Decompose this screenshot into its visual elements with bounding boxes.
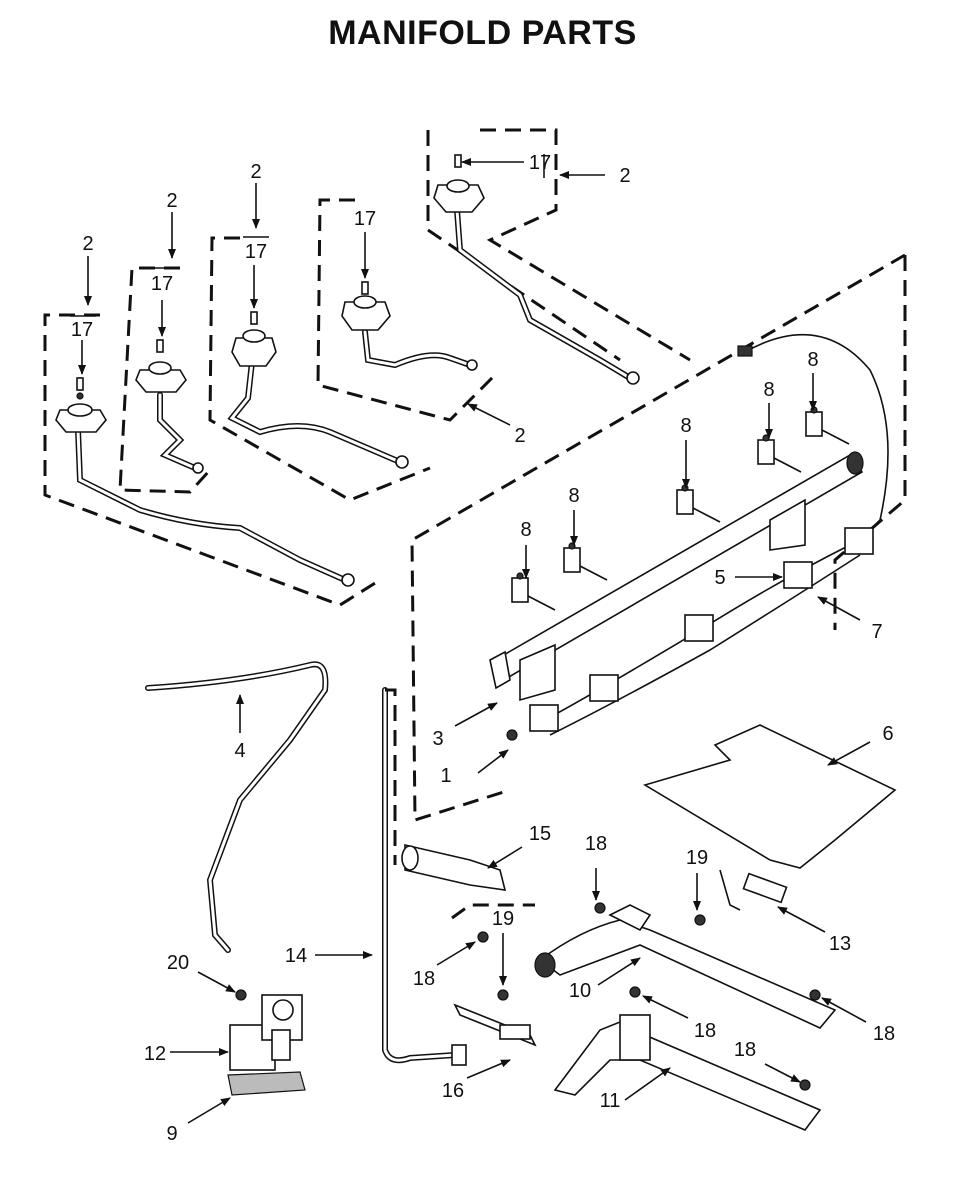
burner-10 xyxy=(534,904,837,1029)
supply-tube-14 xyxy=(382,687,467,1066)
callout-4: 4 xyxy=(234,740,245,762)
callout-17: 17 xyxy=(151,273,173,295)
manifold-outline xyxy=(410,253,907,823)
callout-8: 8 xyxy=(568,485,579,507)
callout-12: 12 xyxy=(144,1043,166,1065)
callout-18: 18 xyxy=(873,1023,895,1045)
callout-17: 17 xyxy=(354,208,376,230)
callout-8: 8 xyxy=(763,379,774,401)
burner-11 xyxy=(553,1014,822,1131)
callout-10: 10 xyxy=(569,980,591,1002)
regulator xyxy=(227,994,306,1096)
callout-2: 2 xyxy=(514,425,525,447)
callout-2: 2 xyxy=(166,190,177,212)
bracket-16 xyxy=(453,1003,537,1047)
callout-5: 5 xyxy=(714,567,725,589)
diagram-title: MANIFOLD PARTS xyxy=(328,14,637,52)
callout-8: 8 xyxy=(680,415,691,437)
callout-2: 2 xyxy=(250,161,261,183)
orifices xyxy=(511,406,850,611)
callout-labels: 1 2 2 2 2 2 2 3 4 5 6 7 8 8 8 8 8 8 9 10… xyxy=(71,152,895,1145)
callout-3: 3 xyxy=(432,728,443,750)
callout-14: 14 xyxy=(285,945,307,967)
igniter-13 xyxy=(719,869,788,911)
callout-18: 18 xyxy=(734,1039,756,1061)
heat-shield xyxy=(643,724,897,869)
callout-17: 17 xyxy=(245,241,267,263)
callout-2: 2 xyxy=(619,165,630,187)
gas-tube-4 xyxy=(145,661,329,953)
valve-group-3 xyxy=(208,236,431,502)
screws xyxy=(235,729,821,1091)
valve-group-4 xyxy=(316,198,497,422)
callout-19: 19 xyxy=(492,908,514,930)
valve-group-5 xyxy=(426,128,691,385)
callout-6: 6 xyxy=(882,723,893,745)
callout-13: 13 xyxy=(829,933,851,955)
callout-8: 8 xyxy=(520,519,531,541)
fitting-15 xyxy=(401,843,535,920)
valve-group-2 xyxy=(118,266,212,494)
callout-9: 9 xyxy=(166,1123,177,1145)
callout-1: 1 xyxy=(440,765,451,787)
wire-harness xyxy=(529,333,889,736)
callout-15: 15 xyxy=(529,823,551,845)
callout-8: 8 xyxy=(807,349,818,371)
callout-2: 2 xyxy=(82,233,93,255)
valve-group-1 xyxy=(43,313,381,607)
manifold-pipe xyxy=(489,451,864,702)
callout-19: 19 xyxy=(686,847,708,869)
callout-18: 18 xyxy=(413,968,435,990)
leader-arrows xyxy=(78,158,871,1124)
callout-7: 7 xyxy=(871,621,882,643)
callout-17: 17 xyxy=(529,152,551,174)
overlines xyxy=(70,154,545,317)
callout-11: 11 xyxy=(600,1090,621,1112)
callout-20: 20 xyxy=(167,952,189,974)
callout-17: 17 xyxy=(71,319,93,341)
callout-18: 18 xyxy=(585,833,607,855)
callout-18: 18 xyxy=(694,1020,716,1042)
callout-16: 16 xyxy=(442,1080,464,1102)
